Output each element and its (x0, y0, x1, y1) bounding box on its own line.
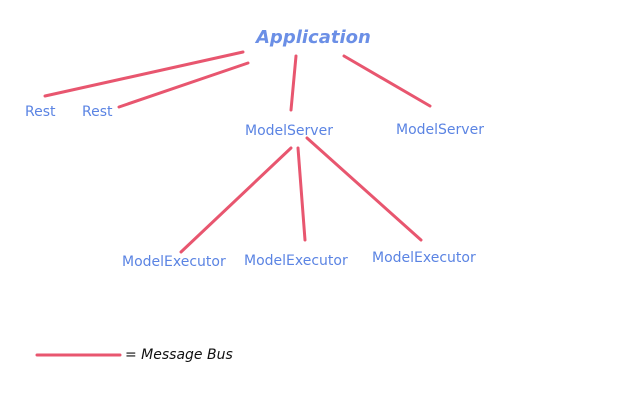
edge-modelserver-modelexecutor-2 (296, 146, 307, 242)
edge-modelserver-modelexecutor-3 (305, 136, 423, 242)
legend-label: = Message Bus (125, 347, 233, 363)
node-modelexecutor-2: ModelExecutor (244, 253, 348, 269)
node-modelserver-2: ModelServer (396, 122, 484, 138)
edge-application-modelserver-2 (342, 54, 432, 108)
node-rest-1: Rest (25, 104, 56, 120)
node-modelserver-1: ModelServer (245, 123, 333, 139)
edge-application-modelserver-1 (289, 54, 298, 112)
edge-application-rest-2 (117, 61, 250, 109)
node-rest-2: Rest (82, 104, 113, 120)
node-modelexecutor-3: ModelExecutor (372, 250, 476, 266)
edge-application-rest-1 (43, 50, 245, 98)
node-application: Application (254, 27, 371, 48)
node-modelexecutor-1: ModelExecutor (122, 254, 226, 270)
edge-modelserver-modelexecutor-1 (179, 146, 293, 254)
